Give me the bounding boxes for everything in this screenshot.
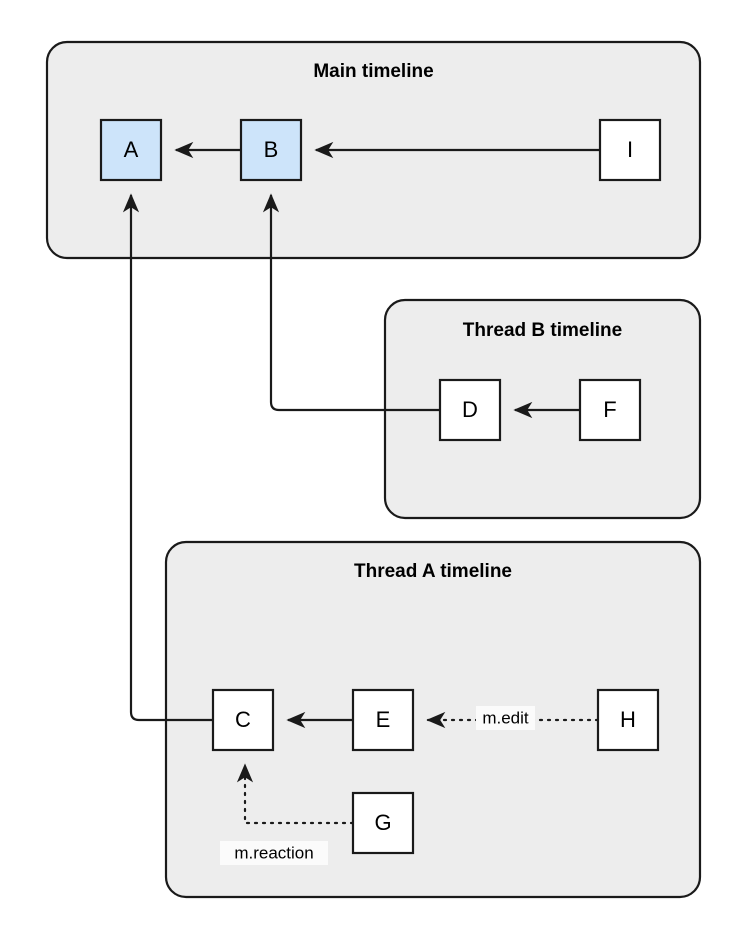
node-f-label: F [603,397,616,422]
node-e-box[interactable] [351,688,415,752]
node-h-label: H [620,707,636,732]
node-f-box[interactable] [578,378,642,442]
edge-c-to-a [122,193,213,722]
node-a-box[interactable] [99,118,163,182]
node-a[interactable]: A [99,118,163,182]
node-h[interactable]: H [596,688,660,752]
node-g-label: G [374,810,391,835]
node-b-label: B [264,137,279,162]
node-h-box[interactable] [596,688,660,752]
edge-label-m-reaction-bg [220,841,328,865]
edge-g-to-c [236,763,355,825]
node-i[interactable]: I [598,118,662,182]
node-i-box[interactable] [598,118,662,182]
node-e-label: E [376,707,391,732]
node-e[interactable]: E [351,688,415,752]
node-b-box[interactable] [239,118,303,182]
node-f[interactable]: F [578,378,642,442]
node-c-label: C [235,707,251,732]
node-d-label: D [462,397,478,422]
node-c-box[interactable] [211,688,275,752]
group-thread-b-timeline-title: Thread B timeline [463,320,622,341]
node-g-box[interactable] [351,791,415,855]
edge-d-to-b [262,193,440,412]
node-i-label: I [627,137,633,162]
node-d[interactable]: D [438,378,502,442]
node-b[interactable]: B [239,118,303,182]
edge-label-m-reaction: m.reaction [220,841,328,865]
edge-label-m-reaction-text: m.reaction [234,843,313,862]
node-d-box[interactable] [438,378,502,442]
node-a-label: A [124,137,139,162]
edge-label-m-edit-bg [476,706,535,730]
group-thread-a-timeline-title: Thread A timeline [354,561,512,582]
node-c[interactable]: C [211,688,275,752]
edge-label-m-edit: m.edit [476,706,535,730]
group-main-timeline-title: Main timeline [313,61,433,82]
node-g[interactable]: G [351,791,415,855]
edge-label-m-edit-text: m.edit [482,708,529,727]
